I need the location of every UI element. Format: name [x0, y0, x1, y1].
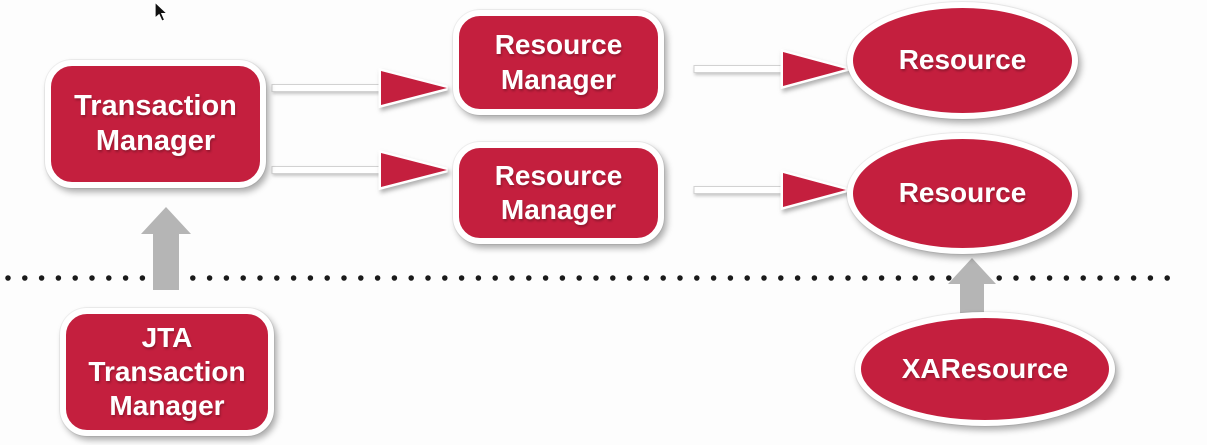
node-resource-2: Resource — [847, 133, 1078, 254]
node-label: Resource Manager — [494, 159, 623, 225]
node-label: JTA Transaction Manager — [88, 321, 246, 422]
arrow-rm2-to-resource2 — [693, 169, 856, 211]
node-label: Resource — [898, 44, 1027, 76]
mouse-cursor-icon — [154, 0, 169, 22]
gray-up-arrow-xa-to-resource — [948, 258, 996, 318]
node-label: Resource — [898, 177, 1027, 209]
arrow-head-icon — [780, 48, 856, 90]
arrow-tm-to-rm1 — [271, 67, 448, 109]
arrow-head-icon — [780, 169, 856, 211]
node-resource-manager-1: Resource Manager — [453, 10, 664, 115]
arrow-shaft — [271, 84, 385, 92]
node-label: Resource Manager — [494, 29, 623, 95]
node-label: Transaction Manager — [74, 89, 237, 157]
arrow-tm-to-rm2 — [271, 149, 448, 191]
arrow-rm1-to-resource1 — [693, 48, 856, 90]
arrow-shaft — [271, 166, 385, 174]
gray-up-arrow-jta-to-tm — [141, 207, 191, 290]
arrow-shaft — [693, 186, 787, 194]
node-resource-1: Resource — [847, 2, 1078, 119]
node-transaction-manager: Transaction Manager — [45, 60, 266, 188]
node-jta-transaction-manager: JTA Transaction Manager — [60, 308, 274, 436]
arrow-head-icon — [378, 67, 448, 109]
arrow-head-icon — [378, 149, 448, 191]
arrow-shaft — [693, 65, 787, 73]
node-xa-resource: XAResource — [855, 312, 1115, 426]
node-label: XAResource — [901, 352, 1069, 384]
node-resource-manager-2: Resource Manager — [453, 142, 664, 244]
